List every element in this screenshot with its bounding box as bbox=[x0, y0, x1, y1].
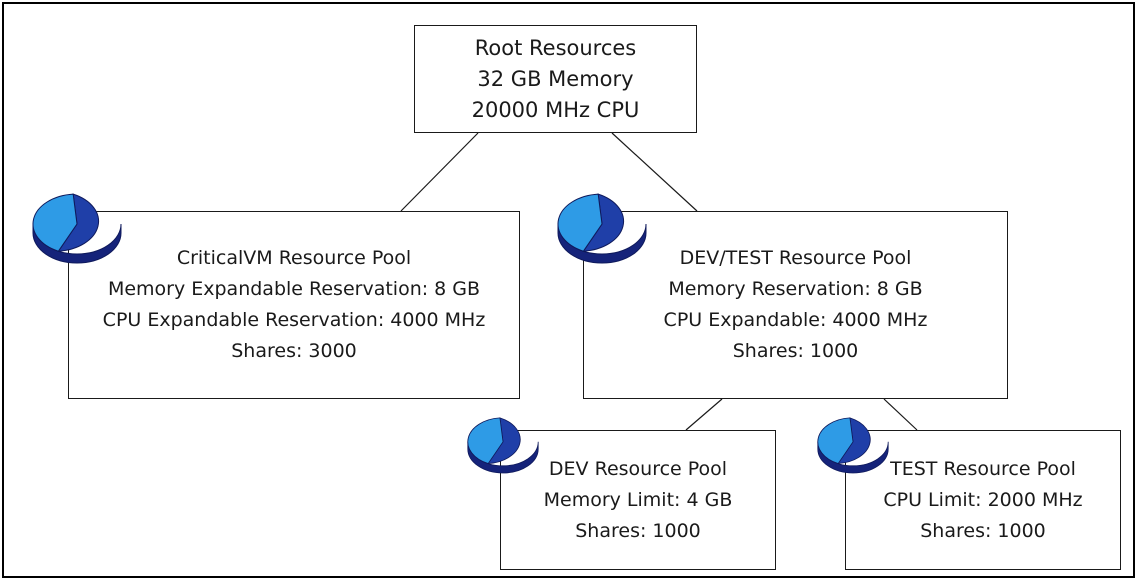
resource-pool-pie-icon bbox=[557, 193, 647, 264]
pool-cpu: CPU Limit: 2000 MHz bbox=[883, 488, 1083, 511]
connector-root-devtest bbox=[611, 132, 698, 212]
connector-devtest-dev bbox=[685, 398, 723, 431]
resource-pool-pie-icon bbox=[32, 193, 122, 264]
pool-shares: Shares: 1000 bbox=[920, 519, 1046, 542]
diagram-frame bbox=[2, 2, 1135, 578]
root-title: Root Resources bbox=[474, 35, 637, 60]
root-cpu: 20000 MHz CPU bbox=[471, 97, 640, 122]
test-pool-box: TEST Resource Pool CPU Limit: 2000 MHz S… bbox=[845, 430, 1121, 570]
pool-cpu: CPU Expandable: 4000 MHz bbox=[663, 309, 928, 331]
resource-pool-pie-icon bbox=[817, 417, 889, 474]
connector-devtest-test bbox=[883, 398, 918, 431]
connector-root-critical bbox=[400, 132, 479, 212]
criticalvm-pool-box: CriticalVM Resource Pool Memory Expandab… bbox=[68, 211, 520, 399]
pool-shares: Shares: 1000 bbox=[575, 519, 701, 542]
dev-pool-box: DEV Resource Pool Memory Limit: 4 GB Sha… bbox=[500, 430, 776, 570]
resource-pool-pie-icon bbox=[467, 417, 539, 474]
pool-name: DEV/TEST Resource Pool bbox=[679, 247, 912, 269]
pool-memory: Memory Limit: 4 GB bbox=[543, 488, 733, 511]
pool-cpu: CPU Expandable Reservation: 4000 MHz bbox=[102, 309, 486, 331]
root-resources-box: Root Resources 32 GB Memory 20000 MHz CP… bbox=[414, 25, 697, 133]
pool-shares: Shares: 3000 bbox=[231, 340, 357, 362]
pool-name: DEV Resource Pool bbox=[548, 457, 728, 480]
pool-name: CriticalVM Resource Pool bbox=[176, 247, 412, 269]
pool-shares: Shares: 1000 bbox=[732, 340, 859, 362]
root-memory: 32 GB Memory bbox=[477, 66, 634, 91]
pool-memory: Memory Reservation: 8 GB bbox=[668, 278, 923, 300]
pool-name: TEST Resource Pool bbox=[890, 457, 1076, 480]
pool-memory: Memory Expandable Reservation: 8 GB bbox=[107, 278, 481, 300]
devtest-pool-box: DEV/TEST Resource Pool Memory Reservatio… bbox=[583, 211, 1008, 399]
